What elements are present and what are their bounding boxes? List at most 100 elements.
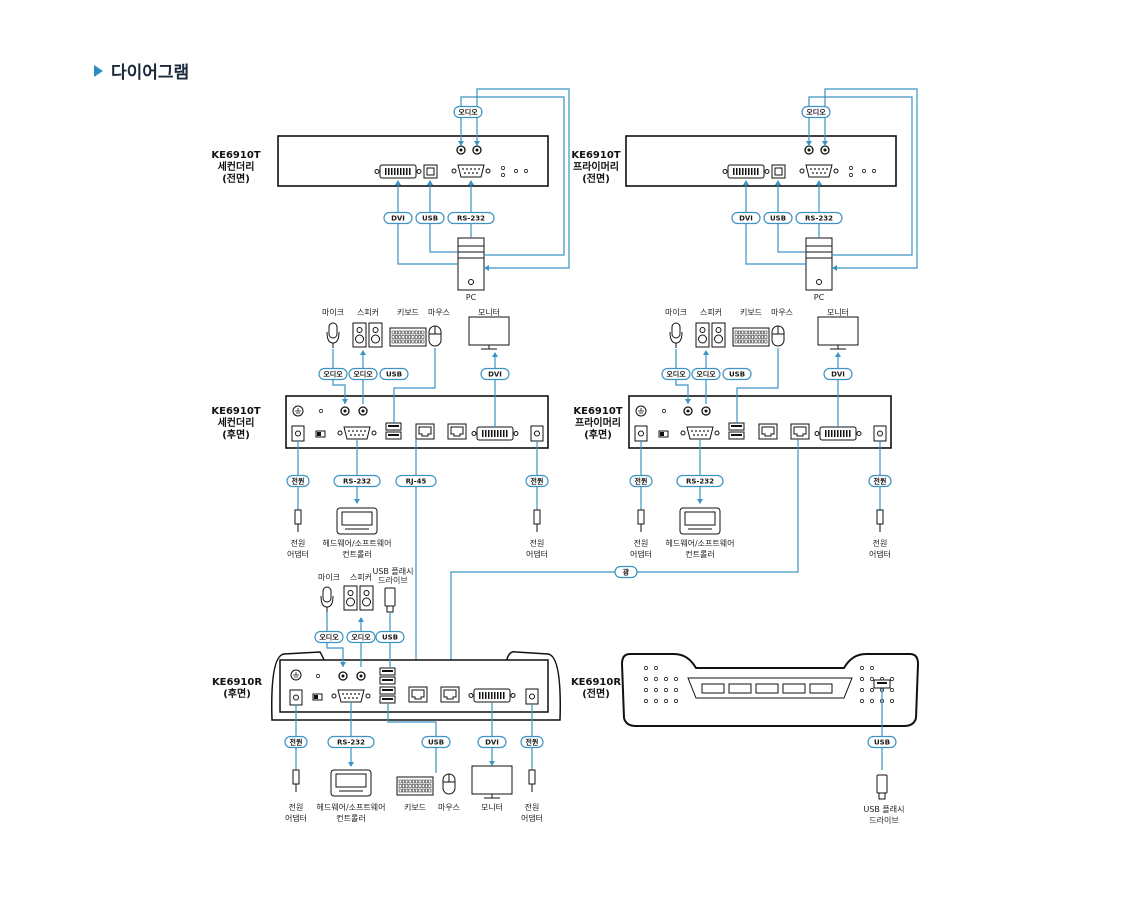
usb-flash-drive-icon <box>876 774 888 794</box>
rs232-pin <box>350 693 352 695</box>
power-tag-label: 전원 <box>526 738 539 747</box>
power-adapter-label: 전원 <box>873 538 888 548</box>
console-label: 헤드웨어/소프트웨어 <box>323 538 392 548</box>
rs232-pin <box>352 697 354 699</box>
mic-audio-tag-label: 오디오 <box>319 633 339 642</box>
keyboard-key <box>428 784 432 788</box>
speaker-tweeter <box>715 327 722 333</box>
vent-hole <box>674 699 678 703</box>
dc-power-hole <box>295 430 301 437</box>
dvi-screw <box>471 431 477 436</box>
ke6910t-primary-rear-label: (후면) <box>584 428 612 441</box>
keyboard-key <box>415 784 419 788</box>
mic-cable <box>326 612 344 667</box>
mic-cable <box>332 349 346 404</box>
audio-arrow-icon <box>458 141 464 146</box>
speaker-woofer <box>362 597 371 607</box>
serial-console-screen <box>341 511 373 526</box>
dvi-screw <box>416 169 422 174</box>
keyboard-key <box>751 330 755 335</box>
rs232-pin <box>699 430 701 432</box>
speaker-tweeter <box>699 327 706 333</box>
dvi-pin <box>846 430 848 437</box>
power-adapter-label: 어댑터 <box>869 549 891 559</box>
fiber-tag <box>614 565 638 579</box>
keyboard-label: 키보드 <box>404 803 426 812</box>
rs232-pin <box>348 697 350 699</box>
console-label: 헤드웨어/소프트웨어 <box>666 538 735 548</box>
dvi-pin <box>828 430 830 437</box>
dvi-pin <box>494 692 496 699</box>
led-indicator <box>662 409 666 413</box>
rs232-pin <box>468 172 470 174</box>
rs232-screw <box>680 430 686 436</box>
vent-hole <box>674 688 678 692</box>
power-adapter-icon <box>292 769 300 785</box>
usb-a-tongue <box>877 682 887 684</box>
keyboard-key <box>747 335 751 339</box>
audio-arrow-icon <box>474 141 480 146</box>
monitor-label: 모니터 <box>481 802 503 812</box>
keyboard-key <box>418 339 421 344</box>
power-adapter-label: 어댑터 <box>630 549 652 559</box>
keyboard-key <box>408 339 412 344</box>
serial-console-screen <box>684 511 716 526</box>
keyboard-key <box>398 339 402 344</box>
rj45-inner <box>418 426 432 437</box>
usb-flash-tag <box>375 630 405 644</box>
rs232-pin <box>354 693 356 695</box>
dvi-pin <box>506 430 508 437</box>
keyboard-key <box>401 339 405 344</box>
ke6910r-rear-panel <box>279 659 549 713</box>
power-adapter-label: 어댑터 <box>287 549 309 559</box>
mic-arrow-icon <box>342 399 348 404</box>
monitor-label: 모니터 <box>827 307 849 317</box>
rs232-pin <box>691 430 693 432</box>
power-tag <box>525 474 549 488</box>
usb-a-tongue <box>731 425 742 427</box>
keyboard-key <box>404 339 408 344</box>
mic-label: 마이크 <box>665 307 687 317</box>
usb-arrow-icon <box>427 180 433 185</box>
keyboard-key <box>405 779 409 784</box>
keyboard-key <box>425 779 428 784</box>
dvi-pin <box>491 692 493 699</box>
rj45-inner <box>443 689 457 700</box>
ground-symbol <box>295 408 301 414</box>
usb-tag-label: USB <box>770 215 786 223</box>
vent-hole <box>644 688 648 692</box>
rs232-screw <box>371 430 377 436</box>
usb-a-tongue <box>382 679 393 681</box>
keyboard-key <box>391 335 395 339</box>
led-indicator <box>319 409 323 413</box>
dvi-screw <box>374 169 380 174</box>
dvi-pin <box>500 692 502 699</box>
dvi-pin <box>394 168 396 175</box>
mic-arrow-icon <box>340 662 346 667</box>
rs232-tag-label: RS-232 <box>805 215 833 223</box>
usb-flash-drive-icon <box>384 587 396 607</box>
rj45-tag <box>395 474 437 488</box>
rs232-pin <box>356 430 358 432</box>
usb-a-tongue <box>382 689 393 691</box>
audio-jack-hole <box>359 674 363 678</box>
dvi-pin <box>406 168 408 175</box>
dvi-pin <box>739 168 741 175</box>
mic-label: 마이크 <box>322 307 344 317</box>
dc-power-hole <box>638 430 644 437</box>
mic-audio-tag <box>661 367 691 381</box>
dvi-pin <box>748 168 750 175</box>
microphone-icon <box>671 322 681 339</box>
keyboard-key <box>425 784 428 788</box>
speaker-audio-tag-label: 오디오 <box>696 370 716 379</box>
usb-front-tag <box>867 735 897 749</box>
keyboard-key <box>391 339 395 344</box>
vent-hole <box>890 688 894 692</box>
usb-tag <box>415 211 445 225</box>
rj45-tag-label: RJ-45 <box>406 478 427 486</box>
keyboard-key <box>761 335 764 339</box>
dvi-pin <box>503 692 505 699</box>
mouse-label: 마우스 <box>438 803 460 812</box>
rs232-screw <box>833 168 839 174</box>
keyboard-key <box>401 330 405 335</box>
